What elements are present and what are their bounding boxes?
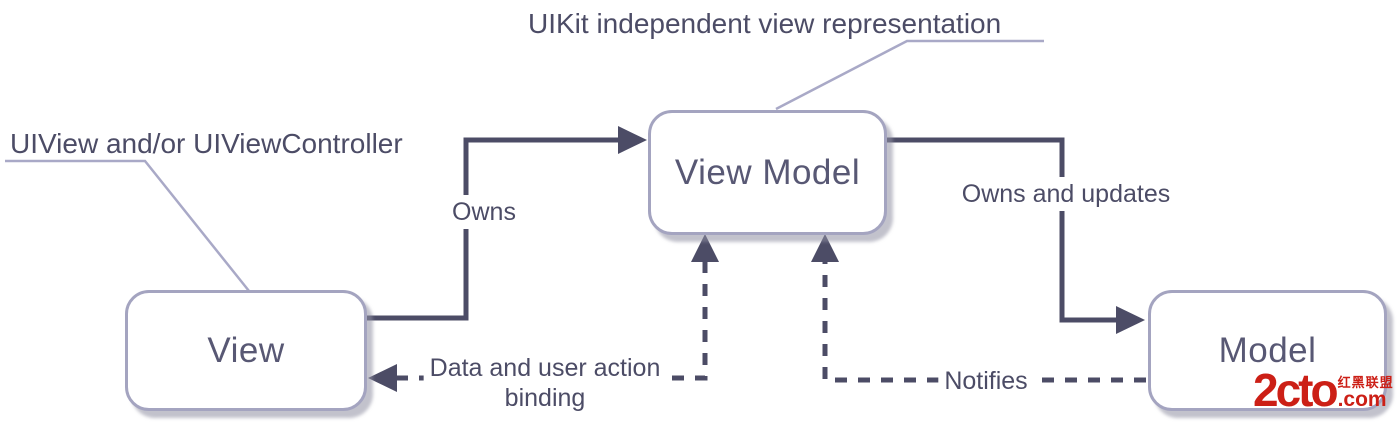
annotation-uiview-label: UIView and/or UIViewController — [10, 128, 403, 159]
watermark-logo: 2cto 红黑联盟 .com — [1253, 364, 1394, 416]
watermark-tagline-text: 红黑联盟 — [1337, 375, 1394, 390]
edge-notifies-arrowhead-up — [811, 234, 839, 262]
callout-line-top — [775, 39, 1044, 111]
edge-owns-label: Owns — [446, 195, 522, 229]
edge-notifies-label: Notifies — [938, 364, 1034, 398]
edge-notifies-line — [822, 258, 1146, 383]
watermark-brand-text: 2cto — [1253, 364, 1339, 416]
edge-owns-updates-label: Owns and updates — [955, 177, 1177, 211]
edge-owns-arrowhead — [618, 126, 647, 154]
edge-binding-label: Data and user action binding — [423, 351, 667, 415]
node-view-model-label: View Model — [674, 152, 861, 192]
watermark-side-block: 红黑联盟 .com — [1338, 376, 1394, 410]
callout-line-left — [5, 159, 250, 292]
node-model: Model — [1148, 290, 1387, 411]
edge-owns-updates-line — [883, 137, 1120, 323]
node-model-label: Model — [1218, 330, 1317, 370]
node-view-model: View Model — [648, 110, 887, 235]
edge-owns-line — [363, 137, 622, 321]
node-view-label: View — [207, 330, 285, 370]
edge-owns-updates-arrowhead — [1116, 306, 1145, 334]
annotation-uikit-label: UIKit independent view representation — [528, 8, 1002, 39]
node-view: View — [125, 290, 367, 411]
edge-binding-arrowhead-up — [691, 234, 719, 262]
watermark-domain-text: .com — [1337, 388, 1387, 411]
edge-binding-arrowhead-left — [368, 364, 397, 392]
